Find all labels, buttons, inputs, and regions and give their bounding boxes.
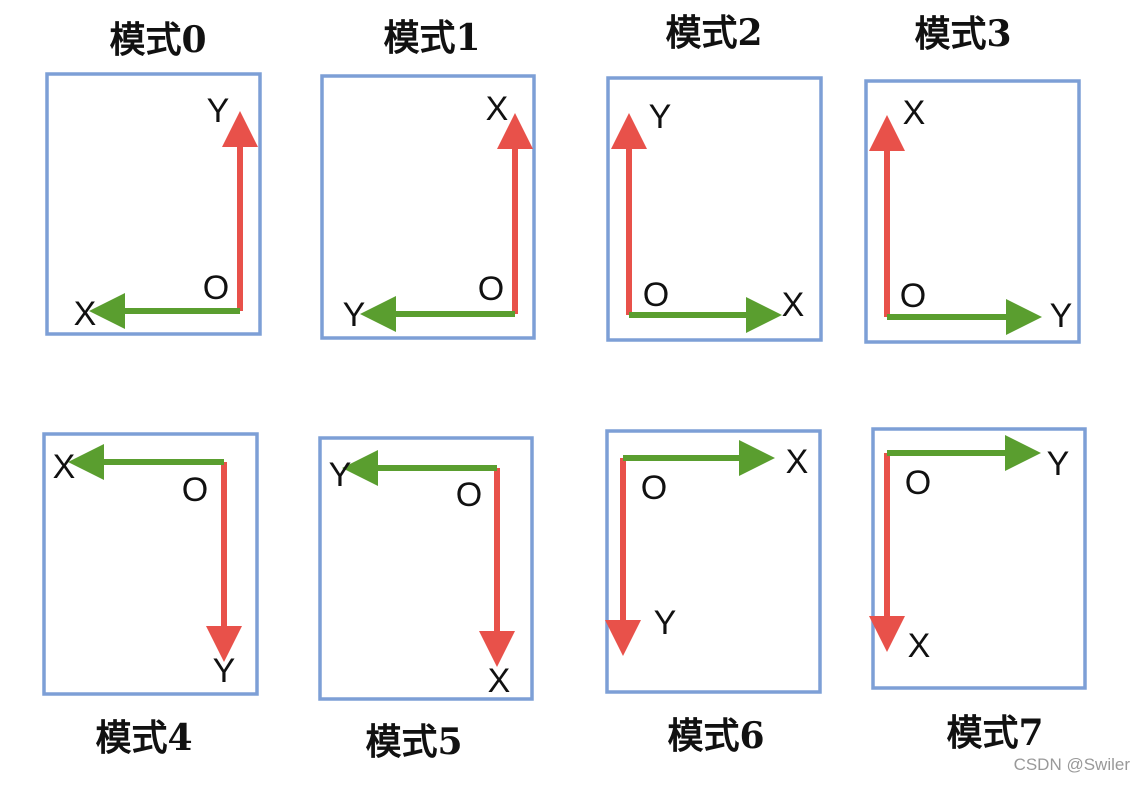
- mode-0-panel: 模式0 O Y X: [45, 19, 262, 336]
- mode-1-vertical-label: X: [486, 90, 509, 128]
- mode-1-title: 模式1: [383, 17, 480, 59]
- mode-1-origin-label: O: [478, 270, 504, 308]
- mode-7-origin-label: O: [905, 464, 931, 502]
- mode-6-origin-label: O: [641, 469, 667, 507]
- mode-6-vertical-label: Y: [654, 604, 677, 642]
- mode-1-panel: 模式1 O X Y: [320, 17, 536, 340]
- mode-6-horizontal-label: X: [786, 443, 809, 481]
- mode-3-vertical-label: X: [903, 94, 926, 132]
- mode-5-panel: 模式5 O X Y: [318, 436, 534, 763]
- mode-4-horizontal-label: X: [53, 448, 76, 486]
- mode-6-panel: 模式6 O Y X: [605, 429, 822, 757]
- mode-6-frame: [605, 429, 822, 694]
- mode-0-vertical-label: Y: [207, 92, 230, 130]
- mode-3-origin-label: O: [900, 277, 926, 315]
- mode-4-title: 模式4: [95, 717, 192, 759]
- watermark: CSDN @Swiler: [1013, 755, 1130, 774]
- mode-4-origin-label: O: [182, 471, 208, 509]
- mode-0-origin-label: O: [203, 269, 229, 307]
- mode-4-vertical-label: Y: [213, 652, 236, 690]
- mode-0-title: 模式0: [109, 19, 206, 61]
- mode-5-vertical-label: X: [488, 662, 511, 700]
- mode-5-horizontal-label: Y: [329, 456, 352, 494]
- mode-2-origin-label: O: [643, 276, 669, 314]
- mode-3-title: 模式3: [914, 13, 1011, 55]
- mode-3-horizontal-label: Y: [1050, 297, 1073, 335]
- mode-4-panel: 模式4 O Y X: [42, 432, 259, 759]
- mode-0-horizontal-label: X: [74, 295, 97, 333]
- mode-7-title: 模式7: [946, 712, 1043, 754]
- mode-5-frame: [318, 436, 534, 701]
- mode-2-panel: 模式2 O Y X: [606, 12, 823, 342]
- mode-3-panel: 模式3 O X Y: [864, 13, 1081, 344]
- mode-3-frame: [864, 79, 1081, 344]
- mode-2-horizontal-label: X: [782, 286, 805, 324]
- mode-7-frame: [871, 427, 1087, 690]
- mode-2-vertical-label: Y: [649, 98, 672, 136]
- mode-7-horizontal-label: Y: [1047, 445, 1070, 483]
- mode-7-panel: 模式7 O X Y: [869, 427, 1087, 754]
- mode-1-horizontal-label: Y: [343, 296, 366, 334]
- mode-2-title: 模式2: [665, 12, 762, 54]
- mode-5-origin-label: O: [456, 476, 482, 514]
- mode-6-title: 模式6: [667, 715, 764, 757]
- mode-5-title: 模式5: [365, 721, 462, 763]
- mode-7-vertical-label: X: [908, 627, 931, 665]
